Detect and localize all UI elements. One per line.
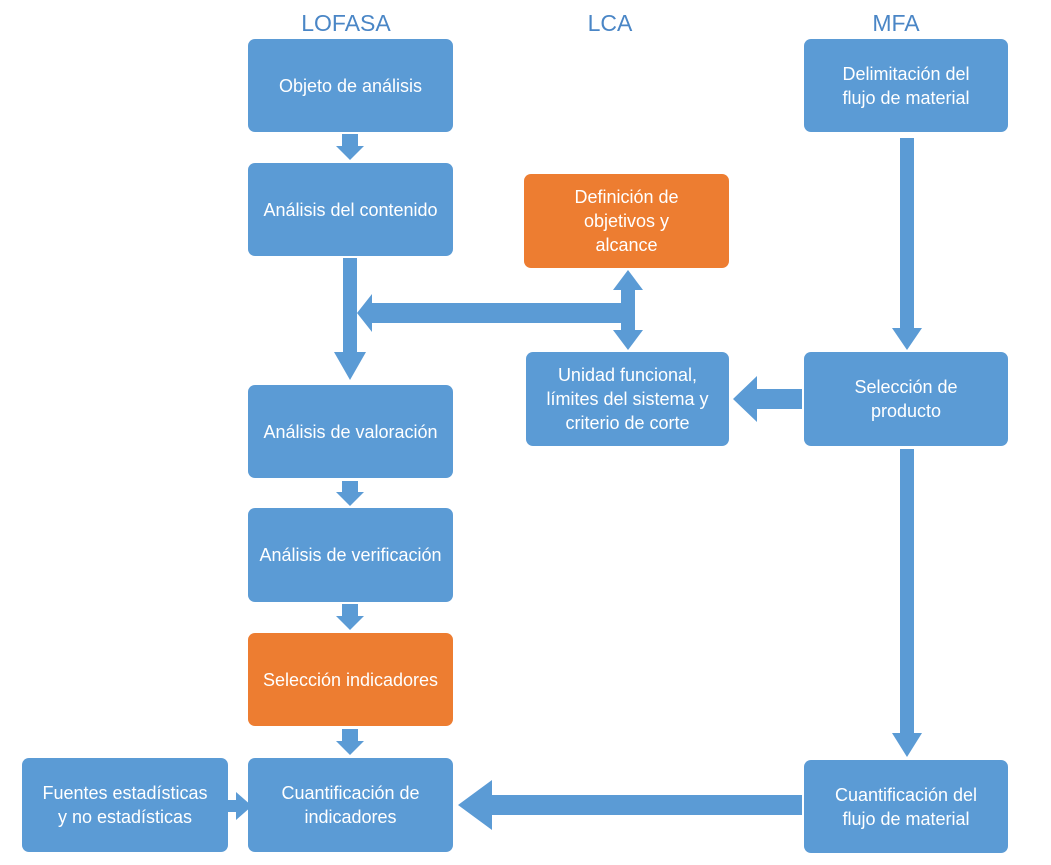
arrow-valoracion-to-verificacion: [336, 481, 364, 506]
box-definicion-de-objetivos: Definición de objetivos y alcance: [524, 174, 729, 268]
arrow-definicion-unidad-double: [613, 270, 643, 350]
arrow-contenido-to-valoracion: [334, 258, 366, 380]
arrow-objeto-to-contenido: [336, 134, 364, 160]
box-analisis-de-verificacion: Análisis de verificación: [248, 508, 453, 602]
arrow-flujo-to-indicadores: [458, 780, 802, 830]
box-objeto-de-analisis: Objeto de análisis: [248, 39, 453, 132]
arrow-seleccion-to-cuantificacion-flujo: [892, 449, 922, 757]
arrow-verificacion-to-seleccion: [336, 604, 364, 630]
arrow-seleccion-to-cuantificacion: [336, 729, 364, 755]
box-cuantificacion-del-flujo: Cuantificación del flujo de material: [804, 760, 1008, 853]
box-analisis-del-contenido: Análisis del contenido: [248, 163, 453, 256]
arrow-lca-to-lofasa: [357, 294, 628, 332]
box-seleccion-indicadores: Selección indicadores: [248, 633, 453, 726]
arrow-seleccion-to-unidad: [733, 376, 802, 422]
box-delimitacion-del-flujo: Delimitación del flujo de material: [804, 39, 1008, 132]
arrow-delimitacion-to-seleccion: [892, 138, 922, 350]
header-lofasa: LOFASA: [301, 10, 391, 36]
box-analisis-de-valoracion: Análisis de valoración: [248, 385, 453, 478]
header-lca: LCA: [587, 10, 633, 36]
box-unidad-funcional: Unidad funcional, límites del sistema y …: [526, 352, 729, 446]
arrow-fuentes-to-indicadores: [228, 792, 252, 820]
box-cuantificacion-de-indicadores: Cuantificación de indicadores: [248, 758, 453, 852]
box-fuentes-estadisticas: Fuentes estadísticas y no estadísticas: [22, 758, 228, 852]
header-mfa: MFA: [872, 10, 920, 36]
box-seleccion-de-producto: Selección de producto: [804, 352, 1008, 446]
